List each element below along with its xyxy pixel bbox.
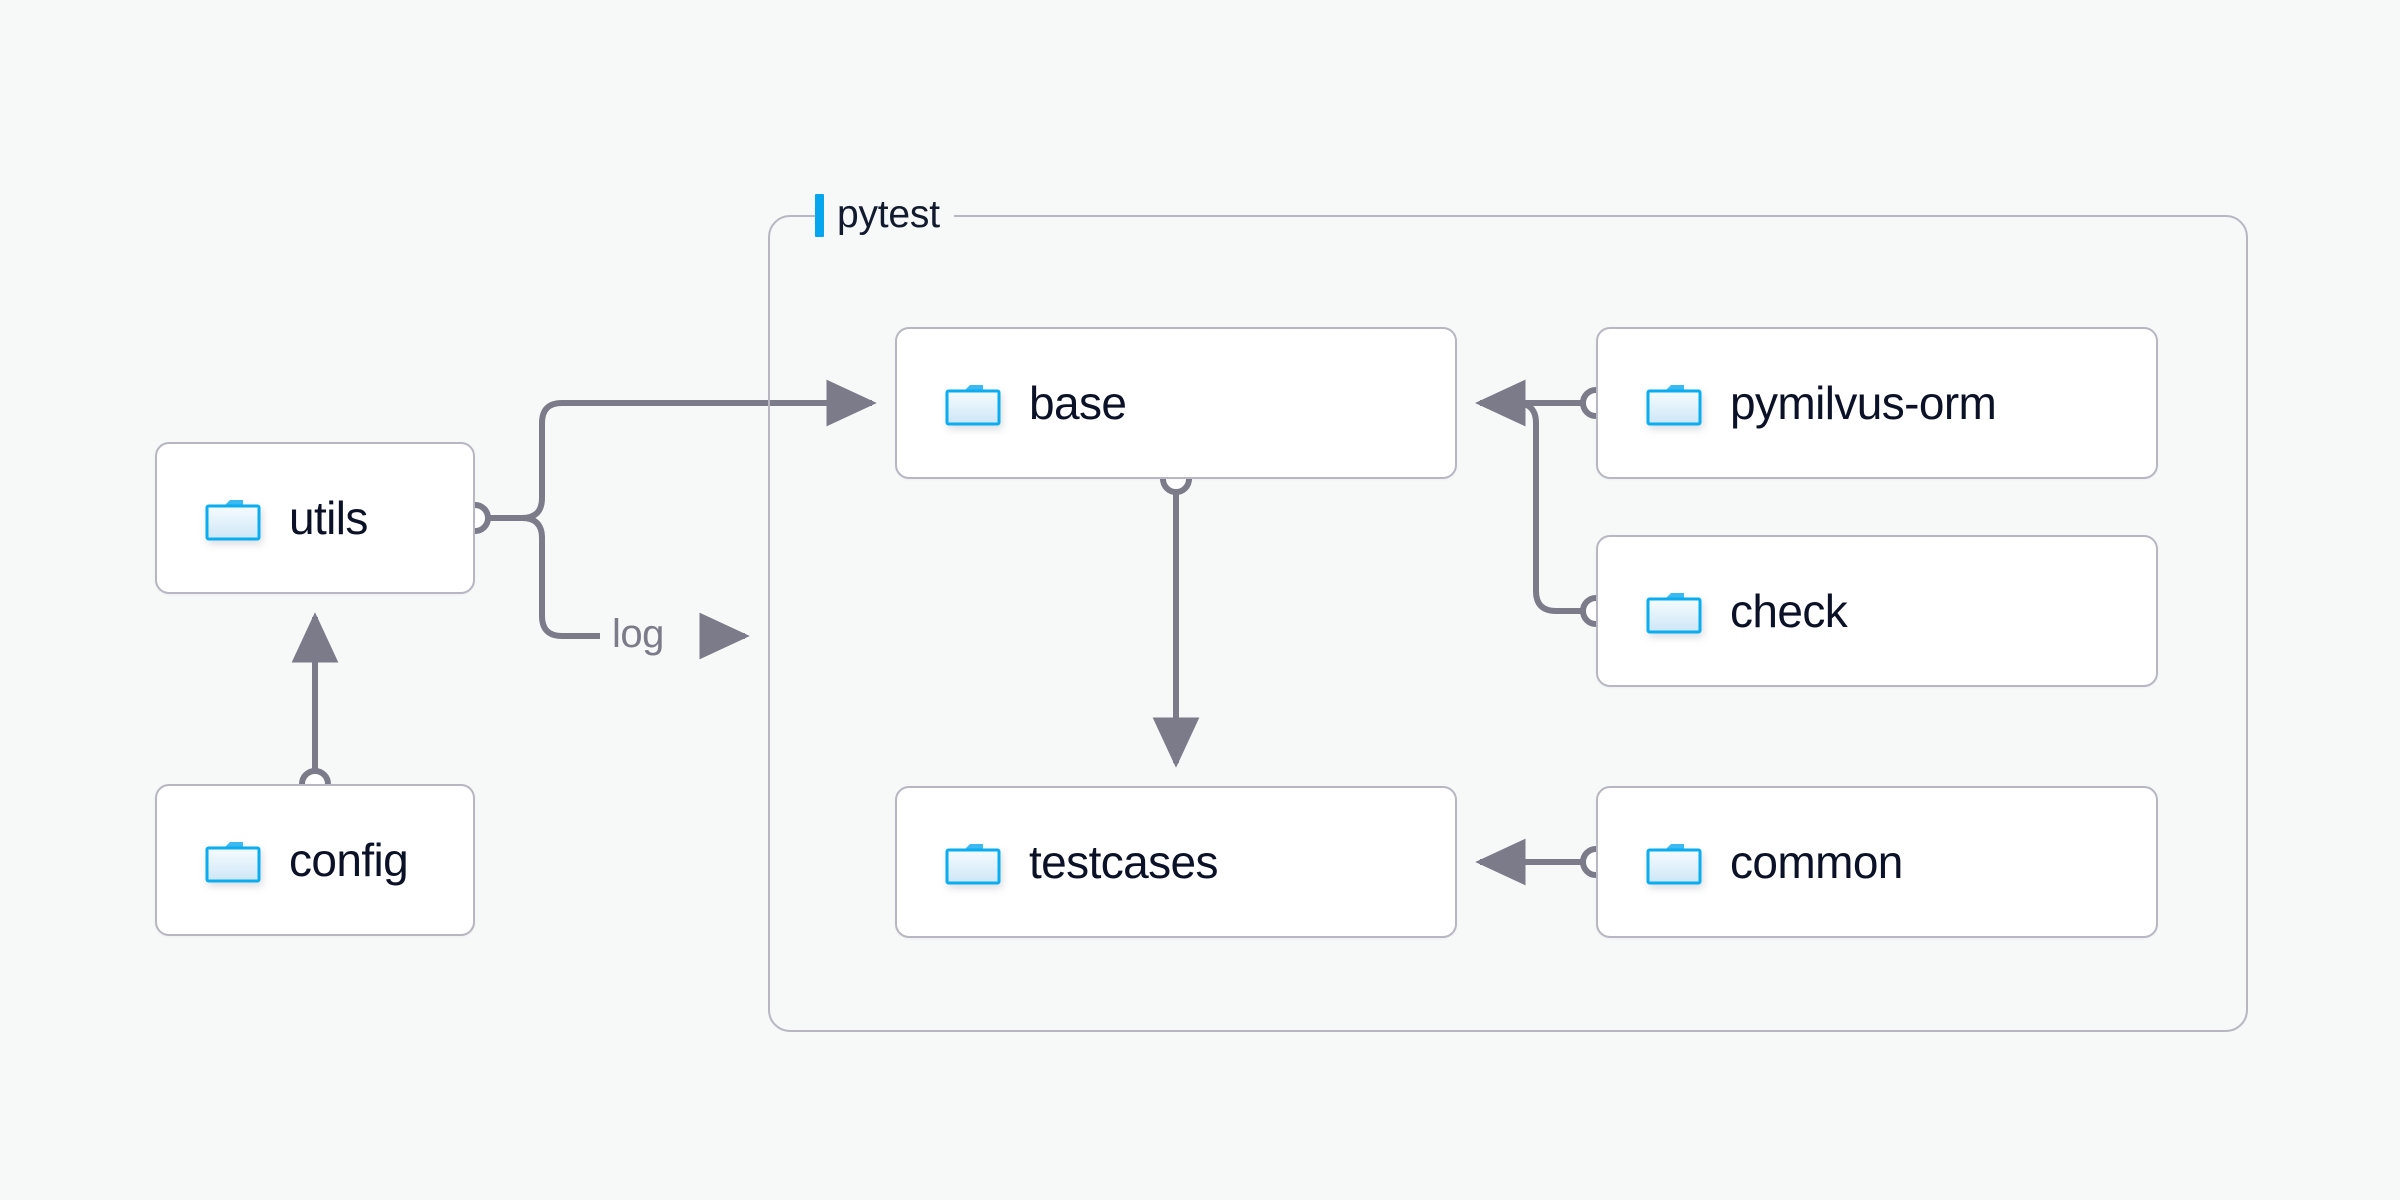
- folder-icon: [205, 495, 261, 541]
- edge-utils-to-log: [490, 515, 600, 639]
- folder-icon: [1646, 839, 1702, 885]
- node-utils[interactable]: utils: [155, 442, 475, 594]
- folder-icon: [945, 839, 1001, 885]
- folder-icon: [945, 380, 1001, 426]
- node-pymilvus-orm[interactable]: pymilvus-orm: [1596, 327, 2158, 479]
- node-pymilvus-orm-label: pymilvus-orm: [1730, 377, 1997, 429]
- node-base[interactable]: base: [895, 327, 1457, 479]
- folder-icon: [1646, 380, 1702, 426]
- folder-icon: [1646, 588, 1702, 634]
- node-common[interactable]: common: [1596, 786, 2158, 938]
- folder-icon: [205, 837, 261, 883]
- node-check-label: check: [1730, 585, 1848, 637]
- node-config-label: config: [289, 834, 409, 886]
- group-pytest-label: pytest: [815, 193, 954, 237]
- node-check[interactable]: check: [1596, 535, 2158, 687]
- node-testcases-label: testcases: [1029, 836, 1219, 888]
- node-testcases[interactable]: testcases: [895, 786, 1457, 938]
- group-pytest[interactable]: [768, 215, 2248, 1032]
- node-utils-label: utils: [289, 492, 368, 544]
- node-common-label: common: [1730, 836, 1903, 888]
- group-pytest-title: pytest: [837, 193, 940, 236]
- accent-bar-icon: [815, 193, 824, 237]
- node-config[interactable]: config: [155, 784, 475, 936]
- node-base-label: base: [1029, 377, 1127, 429]
- edge-label-log: log: [604, 614, 672, 654]
